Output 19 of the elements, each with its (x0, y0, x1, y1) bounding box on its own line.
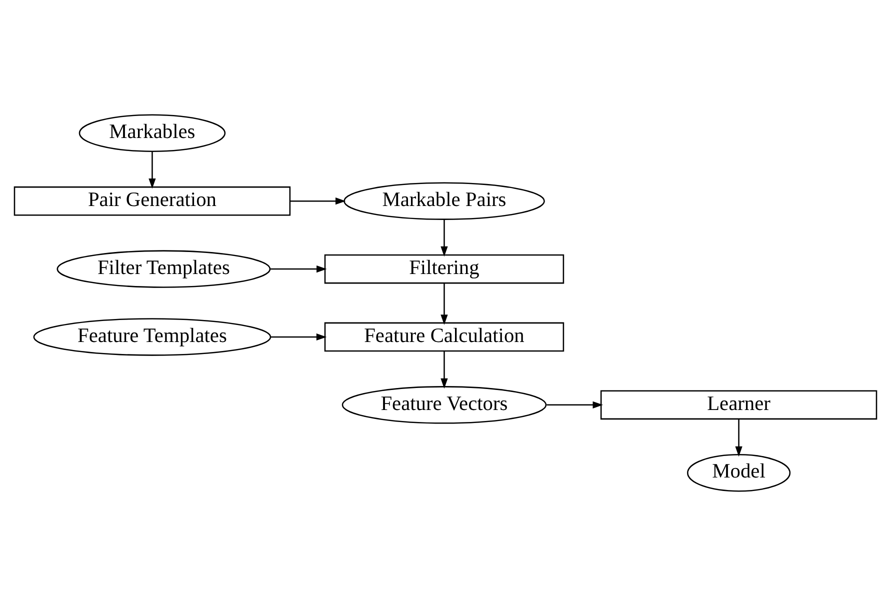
arrow (734, 419, 742, 457)
node-ellipse: Filter Templates (56, 250, 270, 288)
node-ellipse: Model (686, 454, 790, 492)
node-ellipse: Markables (78, 114, 226, 152)
arrow (440, 219, 448, 257)
node-box: Pair Generation (13, 186, 290, 216)
node-box: Feature Calculation (324, 322, 564, 352)
node-ellipse: Markable Pairs (343, 182, 544, 220)
arrow (290, 198, 346, 205)
node-ellipse: Feature Templates (32, 318, 271, 356)
node-box: Filtering (324, 254, 564, 284)
arrow (270, 265, 326, 273)
node-box: Learner (600, 390, 877, 420)
arrow (148, 151, 156, 189)
arrow (270, 333, 326, 341)
node-ellipse: Feature Vectors (341, 386, 546, 424)
arrow (440, 284, 448, 325)
arrow (546, 401, 602, 408)
arrow (440, 351, 448, 389)
